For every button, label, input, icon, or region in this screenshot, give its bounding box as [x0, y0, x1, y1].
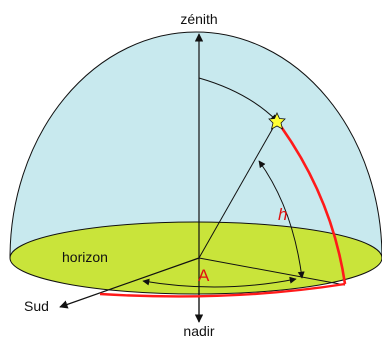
south-label: Sud [24, 298, 49, 314]
nadir-label: nadir [183, 323, 214, 339]
altitude-measure-arrow [258, 160, 305, 279]
azimuth-measure-arrow [142, 276, 297, 288]
star-icon [268, 112, 286, 130]
azimuth-rim-arc [99, 282, 346, 298]
azimuth-label: A [198, 266, 210, 285]
south-direction [59, 257, 200, 309]
center-star-line [198, 120, 278, 259]
altitude-arc [275, 120, 347, 285]
horizon-label: horizon [62, 249, 108, 265]
altitude-label: h [278, 205, 287, 224]
hour-arc [198, 77, 278, 122]
zenith-label: zénith [180, 11, 217, 27]
